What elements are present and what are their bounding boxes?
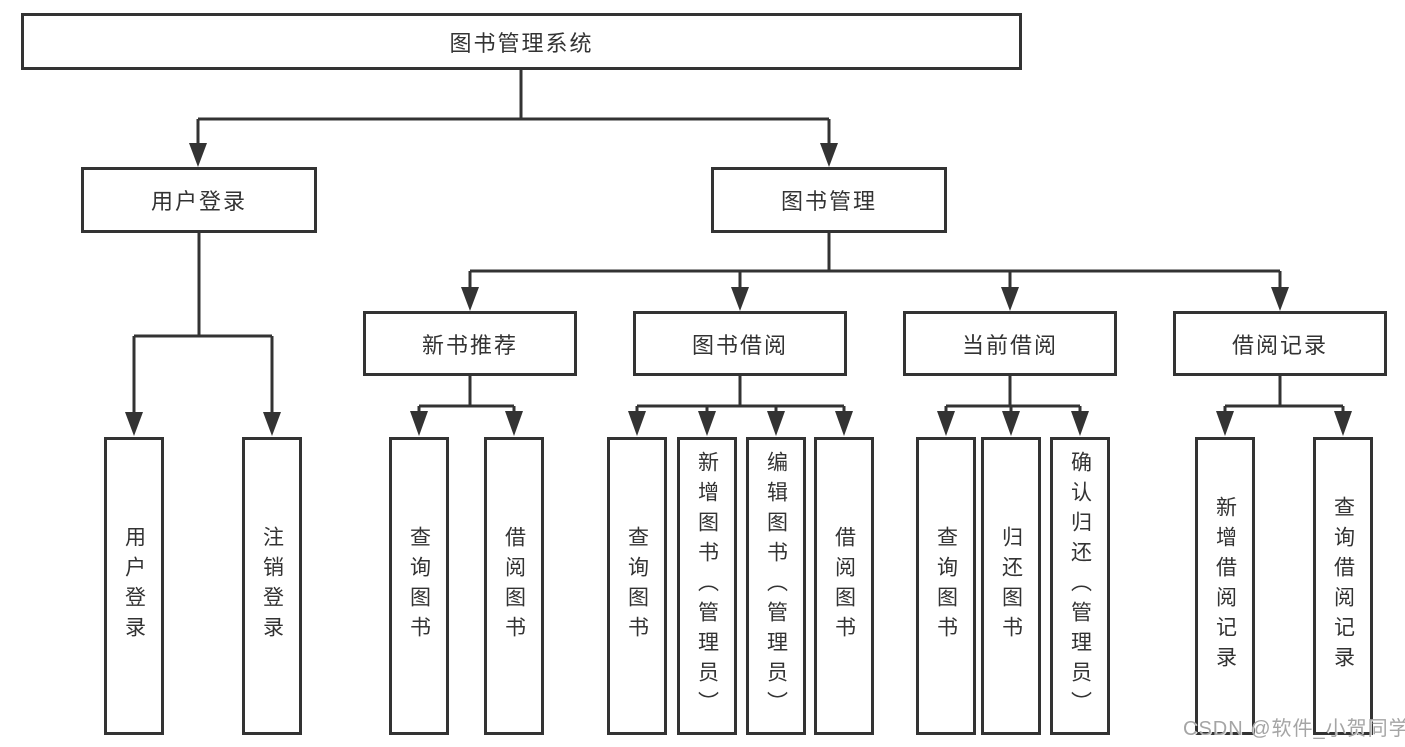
leaf-label: 查询借阅记录 [1331,496,1355,676]
leaf-query-books-recommend: 查询图书 [389,437,449,735]
connector-book-management-fork [461,233,1289,311]
leaf-query-borrow-record: 查询借阅记录 [1313,437,1373,735]
watermark: CSDN @软件_小贺同学 [1183,718,1405,740]
leaf-label: 确认归还（管理员） [1068,451,1092,721]
connector-current-borrow-fork [937,376,1089,436]
leaf-label: 借阅图书 [832,526,856,646]
node-book-management: 图书管理 [711,167,947,233]
leaf-label: 查询图书 [934,526,958,646]
connector-root-fork [189,69,838,167]
leaf-query-books-borrow: 查询图书 [607,437,667,735]
leaf-label: 注销登录 [260,526,284,646]
leaf-borrow-books-recommend: 借阅图书 [484,437,544,735]
node-root: 图书管理系统 [21,13,1022,70]
leaf-user-login: 用户登录 [104,437,164,735]
leaf-label: 新增借阅记录 [1213,496,1237,676]
node-new-book-recommend: 新书推荐 [363,311,577,376]
node-borrow-records: 借阅记录 [1173,311,1387,376]
leaf-query-books-current: 查询图书 [916,437,976,735]
leaf-label: 查询图书 [407,526,431,646]
leaf-confirm-return-admin: 确认归还（管理员） [1050,437,1110,735]
leaf-add-books-admin: 新增图书（管理员） [677,437,737,735]
connector-book-borrow-fork [628,376,853,436]
leaf-return-books: 归还图书 [981,437,1041,735]
connector-new-book-recommend-fork [410,376,523,436]
connector-borrow-records-fork [1216,376,1352,436]
node-current-borrow: 当前借阅 [903,311,1117,376]
leaf-label: 借阅图书 [502,526,526,646]
leaf-label: 用户登录 [122,526,146,646]
leaf-logout: 注销登录 [242,437,302,735]
leaf-label: 查询图书 [625,526,649,646]
node-user-login: 用户登录 [81,167,317,233]
connector-user-login-fork [125,233,281,436]
leaf-label: 归还图书 [999,526,1023,646]
leaf-edit-books-admin: 编辑图书（管理员） [746,437,806,735]
leaf-label: 编辑图书（管理员） [764,451,788,721]
node-book-borrow: 图书借阅 [633,311,847,376]
leaf-borrow-books: 借阅图书 [814,437,874,735]
leaf-label: 新增图书（管理员） [695,451,719,721]
leaf-add-borrow-record: 新增借阅记录 [1195,437,1255,735]
